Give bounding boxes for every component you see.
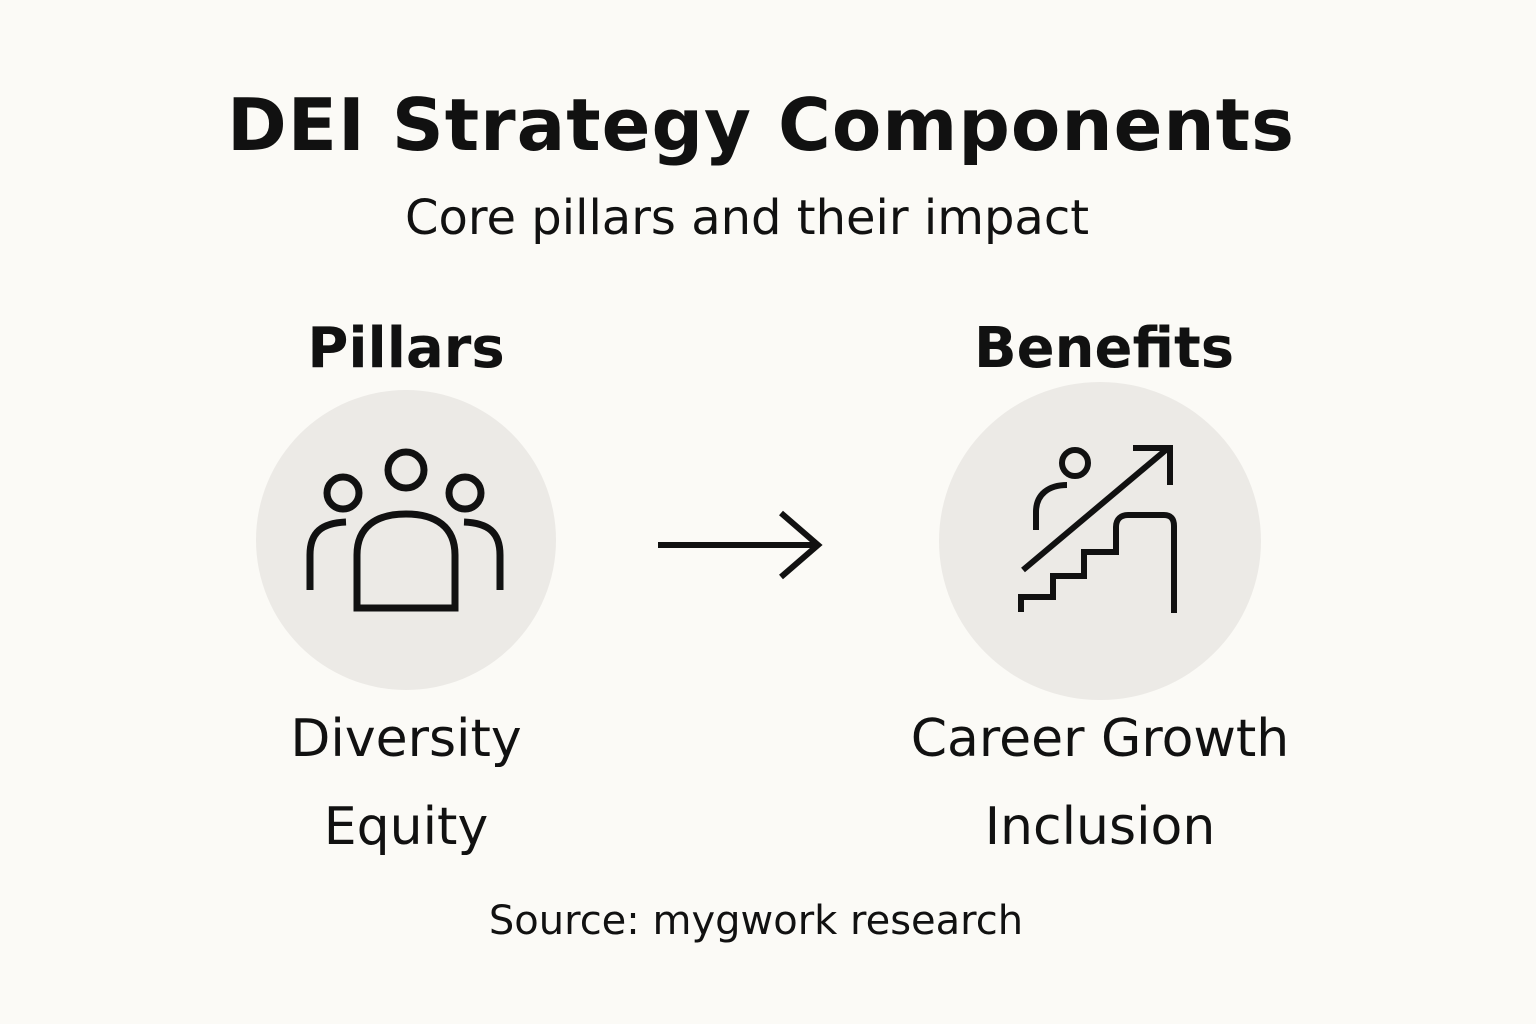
career-growth-stairs-icon: [1018, 445, 1177, 613]
page-title: DEI Strategy Components: [227, 83, 1295, 167]
pillars-icon-circle: [256, 390, 556, 690]
people-group-icon: [306, 448, 504, 612]
pillar-item-equity: Equity: [323, 797, 489, 857]
pillar-item-diversity: Diversity: [290, 709, 522, 769]
benefits-heading: Benefits: [973, 316, 1235, 381]
benefit-item-career-growth: Career Growth: [910, 709, 1290, 769]
page-subtitle: Core pillars and their impact: [404, 190, 1090, 246]
benefit-item-inclusion: Inclusion: [984, 797, 1216, 857]
source-note: Source: mygwork research: [488, 898, 1024, 944]
right-arrow-icon: [658, 510, 823, 580]
benefits-icon-circle: [939, 382, 1261, 700]
pillars-heading: Pillars: [307, 316, 505, 381]
